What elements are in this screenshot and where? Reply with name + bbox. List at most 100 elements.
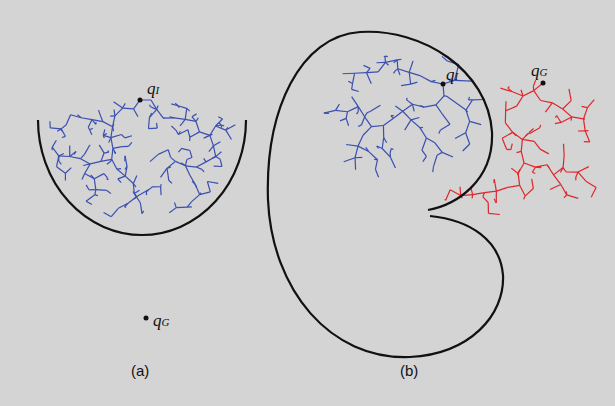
tree-edge — [552, 103, 562, 109]
tree-edge — [66, 115, 70, 125]
tree-edge — [196, 162, 206, 167]
tree-edge — [563, 109, 572, 117]
tree-edge — [401, 84, 411, 85]
tree-edge — [175, 161, 185, 165]
tree-edge — [171, 104, 178, 106]
tree-edge — [431, 80, 435, 81]
tree-edge — [69, 145, 70, 156]
tree-edge — [140, 203, 142, 214]
tree-edge — [169, 180, 172, 183]
tree-edge — [432, 167, 434, 173]
tree-edge — [395, 69, 398, 71]
tree-edge — [214, 165, 222, 167]
tree-edge — [420, 128, 426, 138]
tree-edge — [114, 152, 115, 154]
tree-edge — [185, 108, 187, 119]
tree-edge — [466, 110, 468, 112]
tree-edge — [157, 105, 158, 109]
tree-edge — [347, 107, 358, 112]
tree-edge — [226, 125, 236, 130]
tree-edge — [109, 138, 111, 143]
tree-edge — [371, 125, 383, 126]
tree-edge — [187, 157, 192, 159]
tree-edge — [150, 106, 154, 108]
tree-edge — [355, 72, 367, 74]
tree-edge — [554, 175, 561, 185]
tree-edge — [70, 156, 81, 158]
tree-edge — [111, 127, 113, 138]
tree-edge — [466, 133, 470, 144]
tree-branches — [324, 56, 485, 177]
tree-edge — [81, 154, 85, 158]
goal-label: qG — [531, 62, 547, 79]
start-dot — [138, 98, 143, 103]
tree-edge — [125, 136, 132, 138]
tree-edge — [94, 190, 96, 195]
tree-edge — [107, 178, 108, 180]
tree-edge — [358, 107, 364, 117]
tree-edge — [218, 117, 222, 119]
tree-edge — [567, 195, 578, 198]
tree-edge — [578, 172, 586, 181]
tree-edge — [210, 126, 216, 135]
tree-edge — [506, 106, 517, 111]
tree-edge — [124, 156, 125, 161]
tree-edge — [413, 104, 415, 111]
tree-branches — [50, 100, 236, 217]
tree-edge — [421, 76, 432, 82]
tree-edge — [500, 88, 511, 91]
tree-edge — [115, 108, 123, 116]
tree-edge — [353, 73, 355, 83]
tree-edge — [361, 117, 364, 125]
tree-edge — [540, 166, 542, 168]
tree-edge — [156, 123, 158, 128]
tree-edge — [517, 173, 519, 175]
tree-edge — [117, 168, 121, 170]
tree-edge — [173, 117, 174, 119]
tree-edge — [420, 105, 424, 107]
tree-edge — [517, 151, 522, 152]
tree-edge — [167, 167, 171, 169]
tree-edge — [436, 96, 444, 105]
panel-label: (b) — [400, 363, 418, 378]
tree-edge — [398, 69, 400, 75]
tree-edge — [385, 62, 388, 65]
tree-edge — [384, 56, 385, 58]
tree-edge — [346, 145, 358, 147]
tree-edge — [210, 135, 214, 145]
tree-edge — [133, 192, 134, 194]
tree-edge — [77, 115, 81, 118]
tree-edge — [216, 126, 226, 130]
tree-edge — [450, 190, 460, 196]
tree-edge — [324, 112, 329, 114]
tree-edge — [409, 61, 413, 72]
tree-edge — [103, 135, 104, 138]
tree-edge — [149, 105, 151, 107]
tree-edge — [513, 132, 516, 136]
tree-edge — [134, 109, 138, 117]
tree-edge — [169, 116, 174, 118]
tree-edge — [167, 168, 168, 175]
tree-edge — [433, 155, 437, 166]
tree-edge — [114, 102, 123, 108]
tree-edge — [160, 187, 162, 195]
tree-edge — [213, 146, 215, 157]
tree-edge — [65, 168, 71, 174]
tree-edge — [375, 169, 378, 177]
tree-edge — [525, 189, 533, 196]
tree-edge — [355, 146, 358, 158]
tree-edge — [587, 100, 594, 108]
tree-edge — [411, 120, 420, 128]
tree-edge — [146, 191, 147, 195]
tree-edge — [125, 156, 127, 167]
tree-edge — [583, 119, 585, 131]
tree-edge — [196, 167, 201, 169]
tree-edge — [226, 127, 228, 130]
tree-edge — [200, 192, 211, 195]
tree-edge — [113, 110, 115, 116]
tree-edge — [582, 106, 588, 107]
tree-edge — [436, 105, 443, 115]
tree-edge — [219, 123, 221, 125]
tree-edge — [384, 137, 387, 142]
tree-edge — [107, 150, 109, 152]
